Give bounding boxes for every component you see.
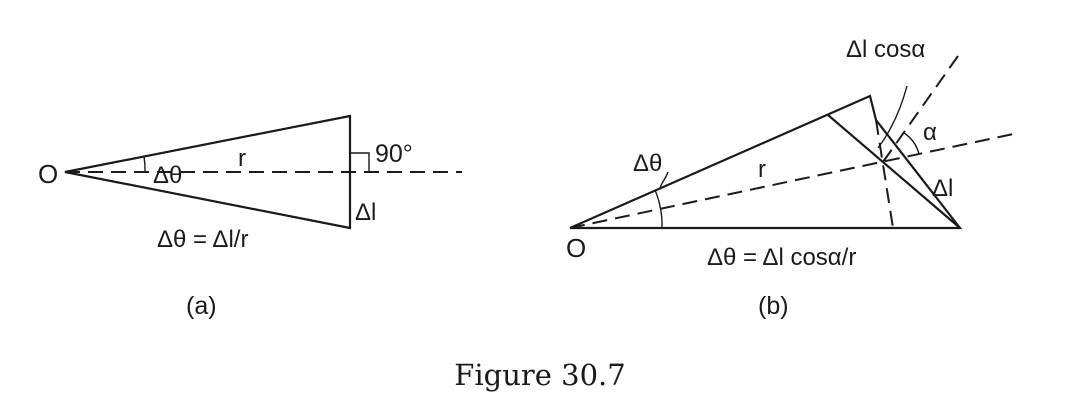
panel-a-length-label: Δl [355, 199, 376, 226]
panel-a-angle-label: Δθ [153, 162, 182, 189]
panel-a-angle-arc [143, 156, 146, 173]
panel-b-origin-label: O [566, 233, 586, 263]
panel-b-delta-l-segment [827, 114, 961, 229]
panel-b-projection-leader [877, 85, 908, 149]
figure-caption: Figure 30.7 [454, 358, 625, 392]
panel-b-length-label: Δl [932, 175, 953, 202]
panel-b-alpha-arc [903, 132, 920, 155]
panel-a-origin-label: O [38, 159, 58, 189]
panel-b-projection-line [875, 119, 894, 229]
panel-b-projection-label: Δl cosα [846, 36, 925, 63]
panel-b-angle-leader [659, 171, 669, 189]
panel-b-extension-line [882, 55, 959, 163]
panel-a: O Δθ r 90° Δl Δθ = Δl/r (a) [38, 114, 462, 320]
panel-a-right-angle-marker [350, 152, 370, 172]
panel-a-radius-label: r [238, 145, 246, 172]
panel-b-equation: Δθ = Δl cosα/r [707, 244, 856, 271]
panel-b-caption: (b) [758, 292, 789, 320]
panel-b-radius-label: r [758, 156, 766, 183]
panel-b: O Δθ r Δl cosα α Δl Δθ = Δl cosα/r (b) [566, 36, 1019, 320]
panel-a-caption: (a) [186, 292, 217, 320]
panel-a-right-angle-label: 90° [375, 140, 413, 168]
panel-b-radius-line [569, 132, 1019, 229]
panel-b-alpha-label: α [923, 119, 937, 146]
panel-a-equation: Δθ = Δl/r [157, 226, 248, 253]
panel-b-angle-arc [654, 189, 663, 229]
panel-b-angle-label: Δθ [633, 150, 662, 177]
